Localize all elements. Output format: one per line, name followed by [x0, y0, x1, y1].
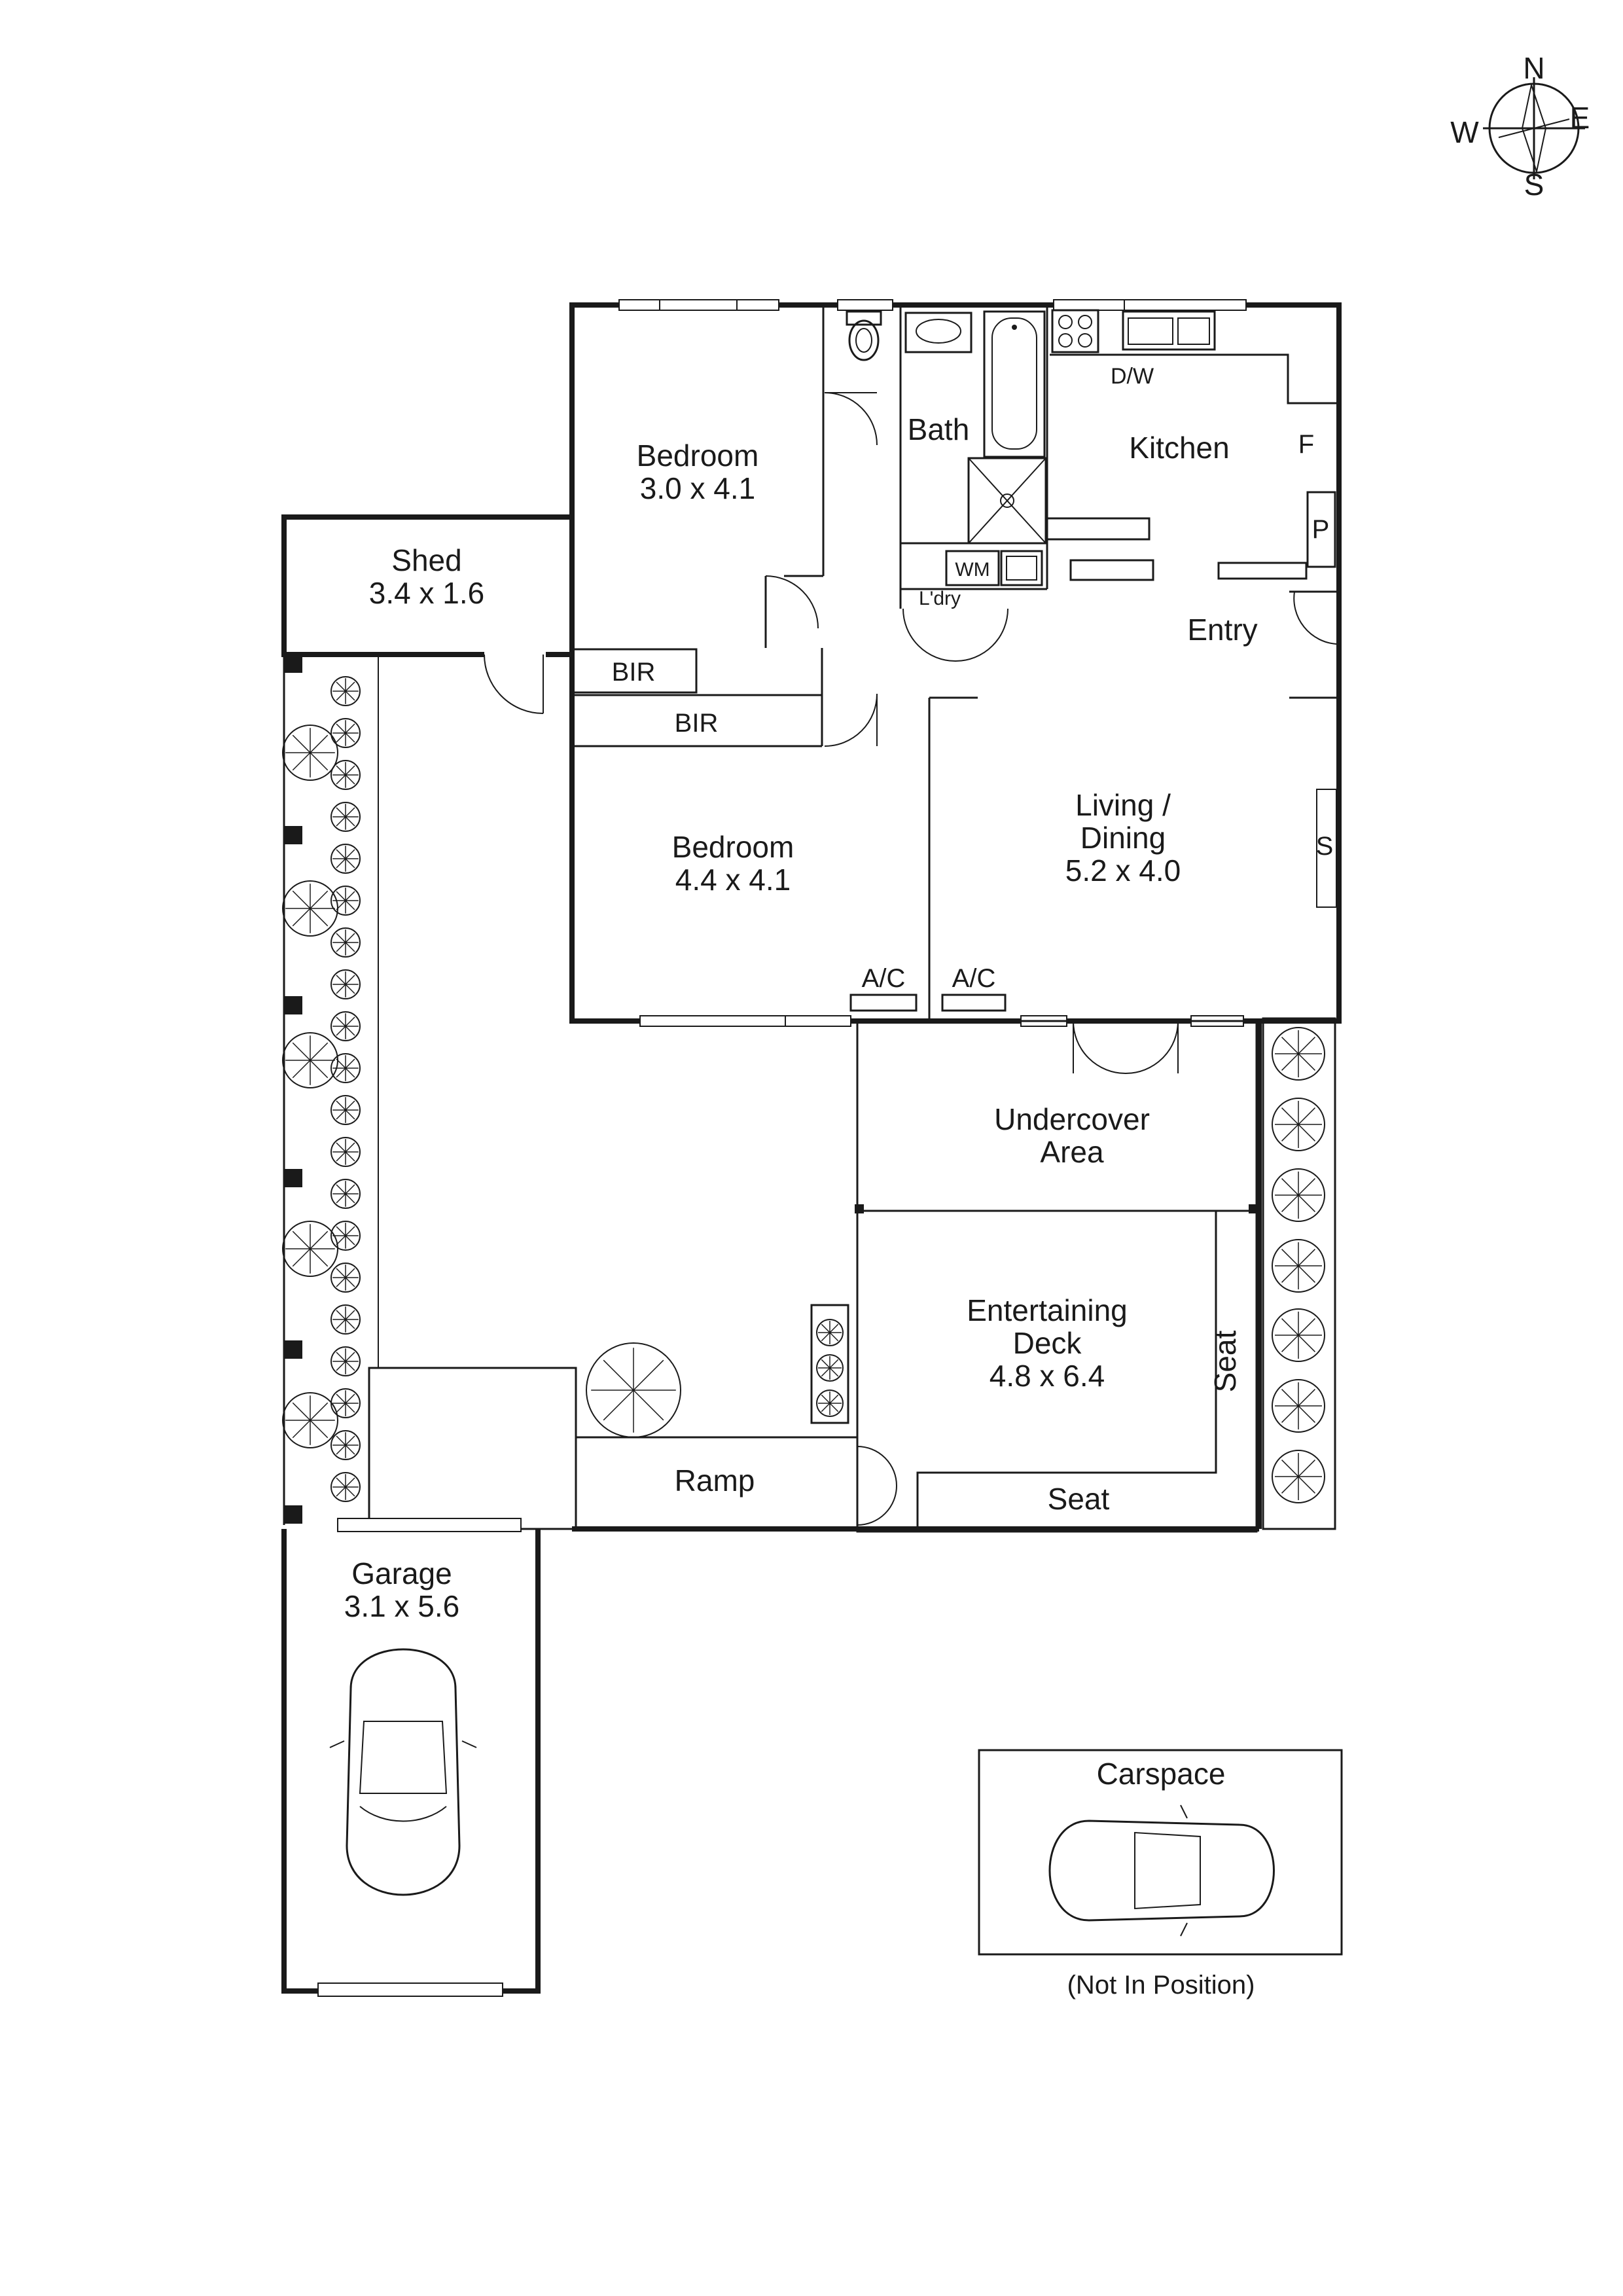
labels: Bedroom 3.0 x 4.1 Shed 3.4 x 1.6 Bath Ki…: [344, 364, 1334, 2000]
ramp-label: Ramp: [675, 1463, 755, 1498]
carspace-box: [978, 1749, 1343, 1956]
shrub-icon: [330, 718, 361, 748]
bedroom1-name: Bedroom: [637, 439, 759, 473]
interior-walls: [571, 308, 1336, 1018]
living-name-1: Living /: [1075, 788, 1171, 822]
compass-e-label: E: [1570, 101, 1590, 135]
shrub-icon: [282, 1221, 338, 1277]
shrub-icon: [282, 1032, 338, 1088]
shrub-icon: [330, 1430, 361, 1460]
living-name-2: Dining: [1080, 821, 1166, 855]
outdoor: [283, 655, 1336, 1533]
bir2-label: BIR: [675, 709, 719, 738]
windows: [618, 299, 1337, 1027]
car-icon: [329, 1648, 477, 1896]
shrub-icon: [330, 802, 361, 832]
garage: [281, 1518, 541, 1997]
fridge-label: F: [1298, 430, 1314, 459]
shrub-icon: [330, 676, 361, 706]
basin-icon: [904, 312, 972, 353]
shrub-icon: [330, 1346, 361, 1376]
shrub-icon: [816, 1319, 844, 1346]
bedroom2-name: Bedroom: [672, 830, 794, 864]
shrubs: [282, 676, 1325, 1503]
shrub-icon: [330, 844, 361, 874]
shrub-icon: [330, 1011, 361, 1041]
shrub-icon: [330, 1179, 361, 1209]
bedroom1-dims: 3.0 x 4.1: [640, 471, 755, 505]
ac2-label: A/C: [952, 964, 996, 993]
shrub-icon: [1272, 1239, 1325, 1293]
shrub-icon: [330, 1263, 361, 1293]
shed-dims: 3.4 x 1.6: [369, 576, 484, 610]
shrub-icon: [1272, 1168, 1325, 1222]
bathtub-icon: [983, 310, 1046, 458]
shrub-icon: [330, 1053, 361, 1083]
garage-dims: 3.1 x 5.6: [344, 1589, 459, 1623]
carspace-name: Carspace: [1097, 1757, 1226, 1791]
shrub-icon: [586, 1342, 681, 1438]
garage-name: Garage: [351, 1556, 452, 1590]
shrub-icon: [1272, 1308, 1325, 1362]
deck-name-1: Entertaining: [967, 1293, 1128, 1327]
shrub-icon: [1272, 1379, 1325, 1433]
shrub-icon: [282, 1392, 338, 1448]
shrub-icon: [330, 1388, 361, 1418]
entry-name: Entry: [1187, 613, 1257, 647]
ac1-label: A/C: [862, 964, 906, 993]
shrub-icon: [330, 1304, 361, 1335]
laundry-label: L'dry: [919, 588, 961, 609]
undercover-name-2: Area: [1040, 1135, 1104, 1169]
compass-n-label: N: [1523, 51, 1544, 85]
shrub-icon: [330, 969, 361, 999]
shrub-icon: [330, 1137, 361, 1167]
shrub-icon: [1272, 1098, 1325, 1151]
shrub-icon: [282, 880, 338, 937]
seat-side-label: Seat: [1208, 1330, 1242, 1392]
shrub-icon: [330, 1221, 361, 1251]
toilet-icon: [846, 310, 882, 326]
laundry-sink-icon: [1000, 550, 1043, 586]
cooktop-icon: [1051, 309, 1099, 353]
kitchen-name: Kitchen: [1129, 431, 1229, 465]
undercover-name-1: Undercover: [994, 1102, 1150, 1136]
shrub-icon: [330, 886, 361, 916]
fixtures: [846, 309, 1216, 586]
deck-dims: 4.8 x 6.4: [990, 1359, 1105, 1393]
seat-bottom-label: Seat: [1048, 1482, 1110, 1516]
bath-name: Bath: [908, 412, 970, 446]
shrub-icon: [282, 725, 338, 781]
compass-w-label: W: [1450, 115, 1479, 149]
compass-icon: N E S W: [1450, 51, 1590, 202]
shrub-icon: [816, 1390, 844, 1417]
shrub-icon: [816, 1354, 844, 1382]
shrub-icon: [1272, 1027, 1325, 1081]
shrub-icon: [330, 927, 361, 958]
carspace-note: (Not In Position): [1067, 1971, 1255, 2000]
doors: [484, 392, 1337, 1074]
dw-label: D/W: [1111, 364, 1154, 389]
shrub-icon: [330, 1095, 361, 1125]
sink-icon: [1122, 310, 1216, 351]
shrub-icon: [330, 760, 361, 790]
shrub-icon: [330, 1472, 361, 1502]
deck-name-2: Deck: [1013, 1326, 1082, 1360]
s-label: S: [1316, 832, 1334, 861]
living-dims: 5.2 x 4.0: [1065, 853, 1181, 888]
shed-name: Shed: [391, 543, 461, 577]
wm-label: WM: [955, 559, 990, 581]
compass-s-label: S: [1524, 168, 1544, 202]
car-icon: [1048, 1804, 1275, 1937]
pantry-label: P: [1312, 515, 1330, 544]
house-walls: [281, 302, 1342, 1024]
bedroom2-dims: 4.4 x 4.1: [675, 863, 791, 897]
shrub-icon: [1272, 1450, 1325, 1503]
bir1-label: BIR: [612, 658, 656, 687]
